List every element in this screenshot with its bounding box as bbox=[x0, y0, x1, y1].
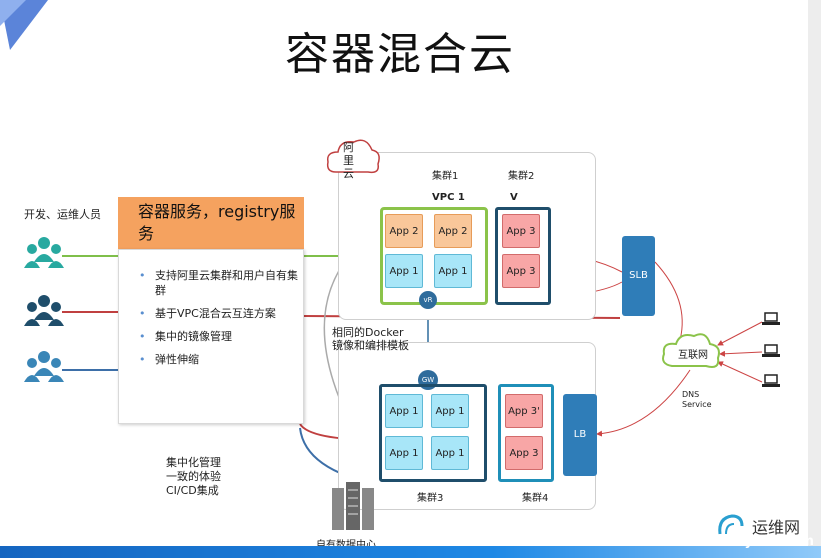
app-card: App 2 bbox=[385, 214, 423, 248]
service-heading: 容器服务，registry服务 bbox=[118, 197, 304, 249]
app-card: App 1 bbox=[385, 394, 423, 428]
cluster3-label: 集群3 bbox=[417, 493, 444, 504]
bullet-item: 支持阿里云集群和用户自有集群 bbox=[139, 268, 303, 298]
app-card: App 2 bbox=[434, 214, 472, 248]
server-rack-icon bbox=[332, 482, 374, 530]
people-green-icon bbox=[24, 237, 64, 268]
app-card: App 1 bbox=[385, 436, 423, 470]
people-navy-icon bbox=[24, 295, 64, 326]
cluster2-box bbox=[495, 207, 551, 305]
dns-service-label: DNS Service bbox=[682, 390, 712, 409]
laptop-icon bbox=[762, 344, 780, 357]
note-line: 集中化管理 bbox=[166, 456, 221, 469]
note-line: CI/CD集成 bbox=[166, 484, 219, 497]
watermark-en: iyunv.com bbox=[740, 534, 814, 549]
app-card: App 1 bbox=[434, 254, 472, 288]
watermark-logo bbox=[718, 514, 744, 535]
bullet-item: 基于VPC混合云互连方案 bbox=[139, 306, 303, 321]
watermark-cn: 运维网 bbox=[752, 518, 801, 537]
developers-label: 开发、运维人员 bbox=[24, 208, 101, 221]
internet-cloud-icon bbox=[662, 333, 720, 368]
cluster4-label: 集群4 bbox=[522, 493, 549, 504]
laptop-icon bbox=[762, 312, 780, 325]
vrouter-node: vR bbox=[419, 291, 437, 309]
bullet-item: 弹性伸缩 bbox=[139, 352, 303, 367]
aliyun-label: 阿里云 bbox=[343, 141, 354, 180]
bottom-bar bbox=[0, 546, 821, 558]
cluster1-label: 集群1 bbox=[432, 171, 459, 182]
corner-logo bbox=[0, 0, 48, 50]
note-line: 一致的体验 bbox=[166, 470, 221, 483]
page-title: 容器混合云 bbox=[285, 29, 515, 80]
docker-template-note: 相同的Docker镜像和编排模板 bbox=[332, 326, 409, 352]
vpc1-label: VPC 1 bbox=[432, 192, 465, 203]
app-card: App 1 bbox=[431, 436, 469, 470]
app-card: App 1 bbox=[385, 254, 423, 288]
laptop-icon bbox=[762, 374, 780, 387]
slb-node: SLB bbox=[622, 236, 655, 316]
cluster2-label: 集群2 bbox=[508, 171, 535, 182]
internet-label: 互联网 bbox=[678, 350, 708, 361]
bullet-item: 集中的镜像管理 bbox=[139, 329, 303, 344]
service-bullets: 支持阿里云集群和用户自有集群 基于VPC混合云互连方案 集中的镜像管理 弹性伸缩 bbox=[119, 250, 303, 367]
right-scroll-strip bbox=[808, 0, 821, 558]
cluster3-box bbox=[379, 384, 487, 482]
lb-node: LB bbox=[563, 394, 597, 476]
cluster4-box bbox=[498, 384, 554, 482]
service-panel: 支持阿里云集群和用户自有集群 基于VPC混合云互连方案 集中的镜像管理 弹性伸缩 bbox=[118, 249, 304, 424]
cloud-icon bbox=[326, 139, 380, 174]
app-card: App 3' bbox=[505, 394, 543, 428]
datacenter-label: 自有数据中心 bbox=[316, 536, 376, 551]
people-blue-icon bbox=[24, 351, 64, 382]
app-card: App 3 bbox=[505, 436, 543, 470]
app-card: App 3 bbox=[502, 214, 540, 248]
app-card: App 1 bbox=[431, 394, 469, 428]
app-card: App 3 bbox=[502, 254, 540, 288]
management-notes: 集中化管理 一致的体验 CI/CD集成 bbox=[166, 456, 221, 498]
v-label: V bbox=[510, 192, 518, 203]
